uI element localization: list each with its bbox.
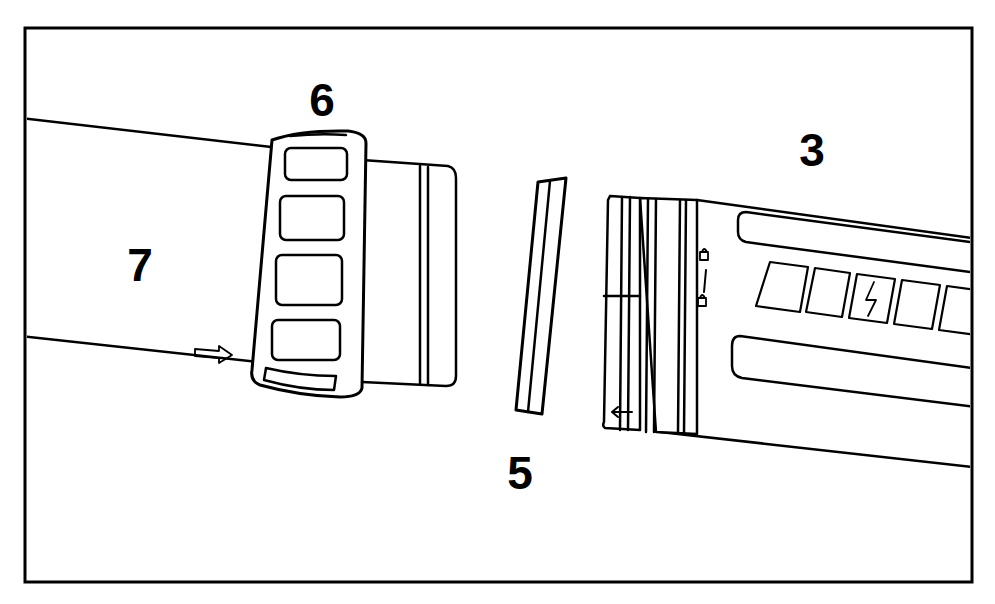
frame	[25, 28, 972, 582]
callout-number: 6	[309, 77, 335, 123]
tube-part	[27, 118, 456, 386]
callout-number: 7	[127, 242, 153, 288]
logo-graphic	[756, 262, 970, 335]
callout-number: 5	[507, 450, 533, 496]
collar-part	[252, 131, 366, 397]
bar-part	[516, 178, 566, 414]
body-part	[603, 196, 970, 470]
callout-number: 3	[799, 127, 825, 173]
